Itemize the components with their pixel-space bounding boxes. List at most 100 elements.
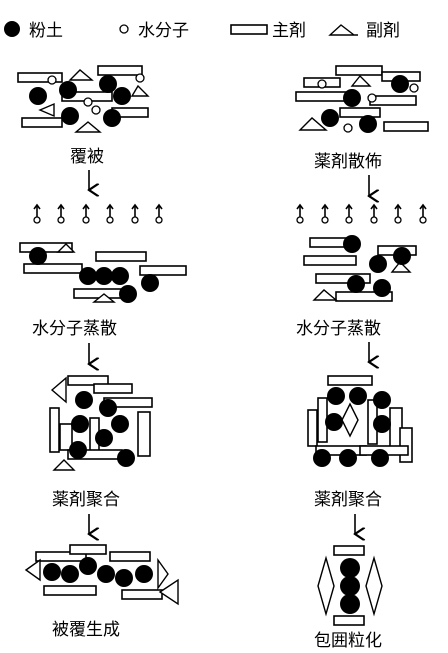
soil-particle bbox=[343, 235, 361, 253]
soil-particle bbox=[117, 449, 135, 467]
sub-agent-wedge bbox=[38, 102, 55, 118]
soil-particle bbox=[75, 391, 93, 409]
legend-sub-agent-icon bbox=[328, 24, 358, 36]
right-step1-label: 薬剤散佈 bbox=[314, 152, 382, 172]
soil-particle bbox=[61, 107, 79, 125]
soil-particle bbox=[99, 399, 117, 417]
soil-particle bbox=[111, 415, 129, 433]
main-agent-plate bbox=[303, 255, 357, 266]
right-cluster-2 bbox=[303, 235, 417, 302]
soil-particle bbox=[119, 285, 137, 303]
right-step2-label: 水分子蒸散 bbox=[296, 319, 381, 339]
main-agent-plate bbox=[121, 589, 163, 600]
main-agent-plate bbox=[49, 407, 60, 453]
sub-agent-wedge bbox=[158, 578, 179, 606]
main-agent-plate bbox=[335, 65, 383, 76]
main-agent-plate bbox=[137, 411, 151, 457]
soil-particle bbox=[113, 87, 131, 105]
water-molecule bbox=[83, 97, 93, 107]
soil-particle bbox=[391, 75, 409, 93]
sub-agent-wedge bbox=[341, 402, 359, 438]
left-step2-label: 水分子蒸散 bbox=[32, 319, 117, 339]
soil-particle bbox=[349, 387, 367, 405]
main-agent-plate bbox=[139, 265, 187, 276]
soil-particle bbox=[313, 449, 331, 467]
evaporation-arrow-icon bbox=[345, 203, 353, 224]
main-agent-plate bbox=[335, 291, 393, 302]
sub-agent-wedge bbox=[298, 117, 328, 131]
main-agent-plate bbox=[333, 545, 365, 556]
legend-soil-label: 粉土 bbox=[29, 21, 63, 41]
left-step4-label: 被覆生成 bbox=[52, 620, 120, 640]
main-agent-plate bbox=[339, 107, 381, 118]
sub-agent-wedge bbox=[68, 69, 94, 81]
soil-particle bbox=[325, 413, 343, 431]
soil-particle bbox=[29, 247, 47, 265]
soil-particle bbox=[115, 569, 133, 587]
sub-agent-wedge bbox=[50, 376, 67, 404]
main-agent-plate bbox=[17, 72, 63, 83]
evaporation-arrow-icon bbox=[131, 203, 139, 224]
left-cluster-1 bbox=[17, 65, 150, 133]
right-step3-label: 薬剤聚合 bbox=[314, 490, 382, 510]
soil-particle bbox=[141, 274, 159, 292]
sub-agent-wedge bbox=[52, 459, 76, 471]
soil-particle bbox=[61, 565, 79, 583]
water-molecule bbox=[135, 73, 145, 83]
soil-particle bbox=[359, 115, 377, 133]
soil-particle bbox=[79, 267, 97, 285]
legend-water-icon bbox=[119, 24, 129, 34]
left-step3-label: 薬剤聚合 bbox=[52, 490, 120, 510]
legend-soil-icon bbox=[4, 21, 20, 37]
water-molecule bbox=[409, 83, 419, 93]
soil-particle bbox=[369, 255, 387, 273]
soil-particle bbox=[321, 109, 339, 127]
right-cluster-1 bbox=[295, 65, 429, 133]
soil-particle bbox=[135, 565, 153, 583]
evaporation-arrow-icon bbox=[321, 203, 329, 224]
left-cluster-4 bbox=[24, 544, 179, 606]
main-agent-plate bbox=[23, 263, 83, 274]
main-agent-plate bbox=[369, 95, 417, 106]
evaporation-arrow-icon bbox=[419, 203, 427, 224]
left-cluster-3 bbox=[49, 375, 153, 471]
sub-agent-wedge bbox=[74, 121, 102, 133]
main-agent-plate bbox=[67, 375, 109, 386]
soil-particle bbox=[59, 81, 77, 99]
main-agent-plate bbox=[327, 375, 373, 386]
legend-main-agent-label: 主剤 bbox=[272, 21, 306, 41]
soil-particle bbox=[343, 89, 361, 107]
soil-particle bbox=[340, 576, 360, 596]
evaporation-arrow-icon bbox=[57, 203, 65, 224]
soil-particle bbox=[99, 75, 117, 93]
evaporation-arrow-icon bbox=[82, 203, 90, 224]
main-agent-plate bbox=[399, 427, 413, 463]
left-cluster-2 bbox=[19, 242, 187, 303]
main-agent-plate bbox=[295, 91, 347, 102]
left-step1-label: 覆被 bbox=[70, 147, 104, 167]
soil-particle bbox=[339, 449, 357, 467]
soil-particle bbox=[103, 109, 121, 127]
soil-particle bbox=[95, 267, 113, 285]
legend: 粉土 水分子 主剤 副剤 bbox=[4, 21, 400, 41]
soil-particle bbox=[111, 267, 129, 285]
water-molecule bbox=[317, 79, 327, 89]
legend-water-label: 水分子 bbox=[138, 21, 189, 41]
main-agent-plate bbox=[43, 585, 97, 596]
main-agent-plate bbox=[109, 551, 151, 562]
evaporation-arrow-icon bbox=[296, 203, 304, 224]
sub-agent-wedge bbox=[317, 555, 335, 617]
right-cluster-4 bbox=[317, 545, 383, 626]
sub-agent-wedge bbox=[56, 243, 76, 253]
soil-particle bbox=[327, 387, 345, 405]
sub-agent-wedge bbox=[130, 84, 150, 97]
main-agent-plate bbox=[95, 251, 147, 262]
water-molecule bbox=[91, 105, 101, 115]
sub-agent-wedge bbox=[92, 293, 116, 303]
soil-particle bbox=[95, 429, 113, 447]
sub-agent-wedge bbox=[350, 74, 372, 87]
main-agent-plate bbox=[333, 615, 365, 626]
soil-particle bbox=[69, 441, 87, 459]
evaporation-arrow-icon bbox=[155, 203, 163, 224]
